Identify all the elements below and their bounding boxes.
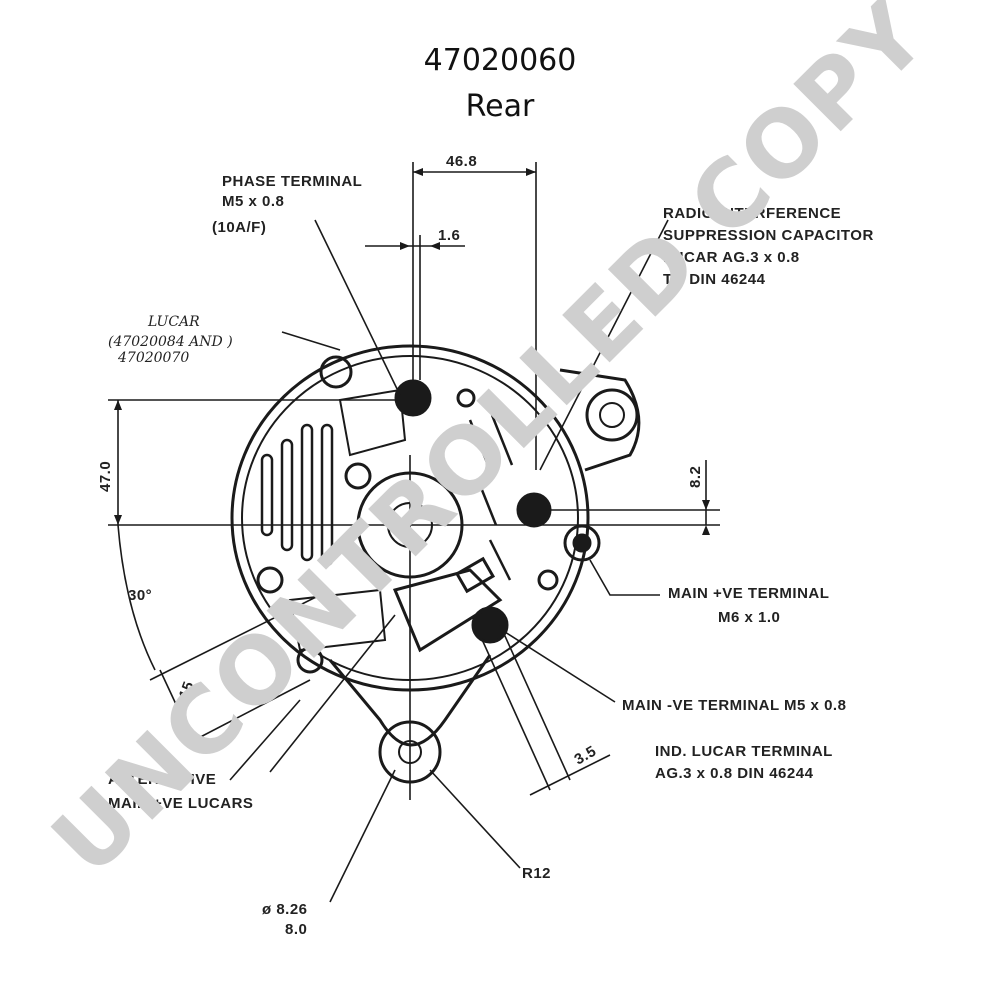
leader-alternative bbox=[269, 614, 396, 773]
dim-46-8: 46.8 bbox=[446, 153, 477, 170]
phase-terminal-label-3: (10A/F) bbox=[212, 219, 266, 236]
part-number: 47020060 bbox=[423, 43, 577, 78]
alternative-label-1: ALTERNATIVE bbox=[108, 771, 216, 788]
diameter-label-2: 8.0 bbox=[285, 921, 307, 938]
dim-15: 15 bbox=[176, 679, 198, 701]
leader-main-pos bbox=[589, 559, 660, 596]
alternative-label-2: MAIN +VE LUCARS bbox=[108, 795, 253, 812]
stud-bottom-right bbox=[537, 569, 559, 591]
stud-left-lower bbox=[256, 566, 284, 594]
leader-phase-terminal bbox=[314, 219, 401, 396]
capacitor-label-3: LUCAR AG.3 x 0.8 bbox=[663, 249, 800, 266]
stud-right-small bbox=[456, 388, 476, 408]
r12-label: R12 bbox=[522, 865, 551, 882]
dim-arc-30 bbox=[117, 524, 156, 671]
lucar-label-1: LUCAR bbox=[147, 314, 200, 330]
main-pos-label-1: MAIN +VE TERMINAL bbox=[668, 585, 829, 602]
leader-diameter bbox=[329, 769, 396, 903]
capacitor-label-4: TO DIN 46244 bbox=[663, 271, 766, 288]
lucar-label-3: 47020070 bbox=[117, 350, 189, 366]
mounting-ear-right bbox=[559, 368, 641, 472]
ind-lucar-label-1: IND. LUCAR TERMINAL bbox=[655, 743, 833, 760]
leader-r12 bbox=[429, 769, 521, 869]
main-pos-label-2: M6 x 1.0 bbox=[718, 609, 780, 626]
dim-line-15 bbox=[159, 669, 196, 746]
dim-3-5: 3.5 bbox=[572, 743, 600, 769]
capacitor-label-2: SUPPRESSION CAPACITOR bbox=[663, 227, 874, 244]
phase-terminal-label-2: M5 x 0.8 bbox=[222, 193, 284, 210]
capacitor-label-1: RADIO INTERFERENCE bbox=[663, 205, 841, 222]
dim-8-2: 8.2 bbox=[687, 466, 704, 488]
dim-47-0: 47.0 bbox=[97, 461, 114, 492]
brush-box bbox=[338, 388, 407, 457]
capacitor-stud bbox=[516, 492, 552, 528]
main-neg-label: MAIN -VE TERMINAL M5 x 0.8 bbox=[622, 697, 846, 714]
view-label: Rear bbox=[465, 89, 535, 124]
diameter-label-1: ø 8.26 bbox=[262, 901, 308, 918]
uncontrolled-copy-watermark: UNCONTROLLED COPY bbox=[32, 0, 948, 896]
regulator-block bbox=[392, 568, 503, 653]
phase-terminal-label-1: PHASE TERMINAL bbox=[222, 173, 362, 190]
ind-lucar-label-2: AG.3 x 0.8 DIN 46244 bbox=[655, 765, 814, 782]
dim-line-3-5 bbox=[529, 754, 611, 796]
dimension-arrows bbox=[114, 168, 710, 535]
stud-left bbox=[344, 462, 372, 490]
lucar-label-2: (47020084 AND ) bbox=[108, 334, 233, 350]
cooling-slots bbox=[468, 414, 514, 581]
leader-lucar bbox=[281, 331, 341, 351]
mounting-lug-bottom bbox=[328, 654, 492, 747]
leader-radio-capacitor bbox=[539, 219, 669, 471]
main-pos-terminal-stud bbox=[563, 524, 601, 562]
rectifier-fins bbox=[260, 423, 334, 567]
stud-top-left bbox=[319, 355, 353, 389]
leader-main-neg bbox=[504, 631, 616, 703]
dim-30-deg: 30° bbox=[128, 587, 152, 604]
dim-1-6: 1.6 bbox=[438, 227, 460, 244]
mount-hole-right bbox=[585, 388, 639, 442]
